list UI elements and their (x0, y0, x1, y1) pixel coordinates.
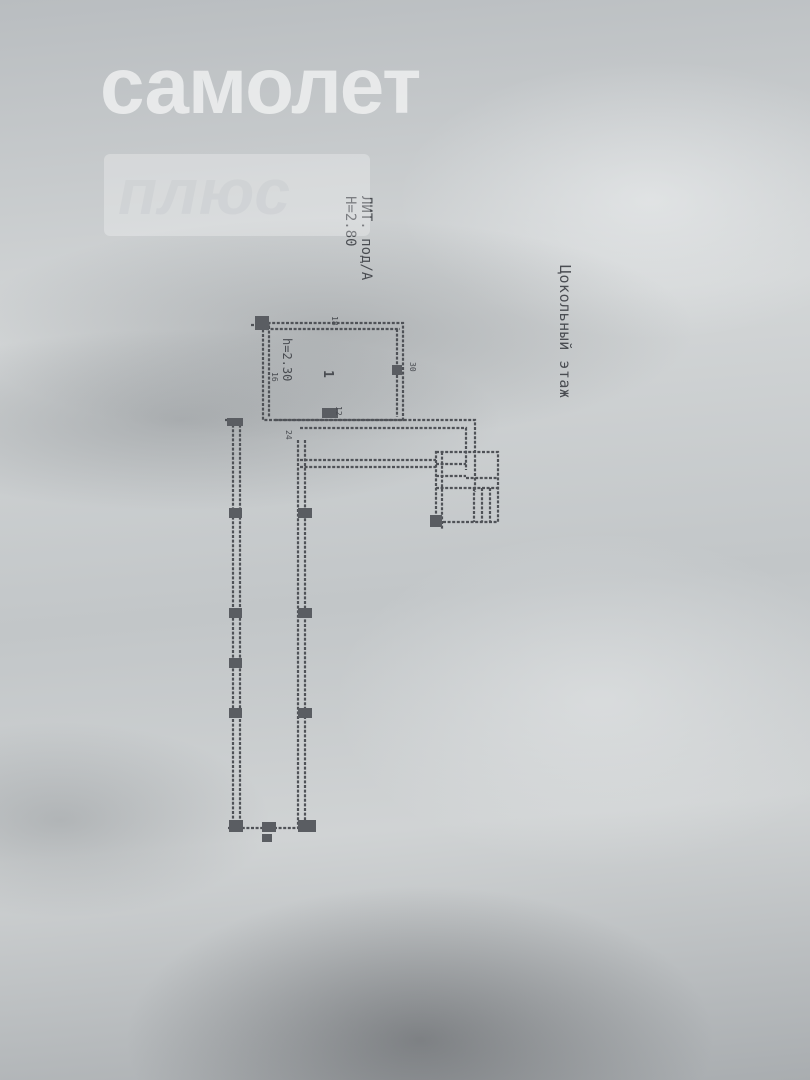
building-height: Н=2.80 (342, 196, 358, 247)
building-label: ЛИТ. под/А (358, 196, 374, 281)
dimension-right: 30 (408, 362, 417, 372)
room-height: h=2.30 (280, 338, 294, 381)
watermark-line-2: плюс (118, 156, 291, 228)
corridor-outline (275, 418, 477, 492)
watermark-badge (104, 154, 370, 236)
watermark-logo: самолет плюс (100, 41, 421, 236)
watermark-line-1: самолет (100, 41, 421, 130)
room-1-outline (261, 321, 405, 422)
floor-title: Цокольный этаж (556, 265, 574, 398)
column-marks (227, 316, 442, 842)
dimension-bottom: 12 (334, 406, 343, 416)
dimension-top: 18 (330, 316, 339, 326)
dimension-left: 16 (270, 372, 279, 382)
room-number: 1 (320, 370, 335, 378)
dimension-corner: 24 (284, 430, 293, 440)
